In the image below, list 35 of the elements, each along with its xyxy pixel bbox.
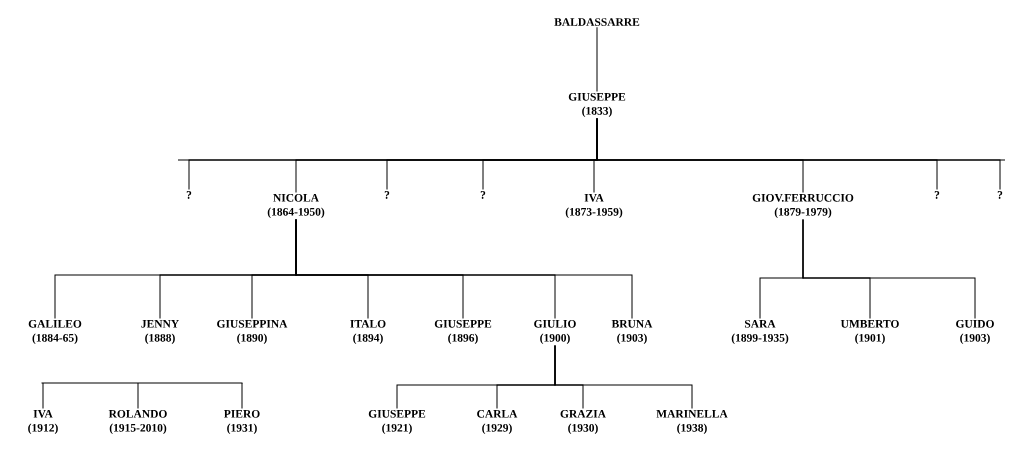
person-label: ? bbox=[384, 191, 390, 199]
person-label: GIUSEPPE (1833) bbox=[568, 93, 626, 118]
tree-line bbox=[137, 382, 139, 409]
person-label: IVA (1912) bbox=[28, 410, 58, 434]
person-label: MARINELLA (1938) bbox=[656, 410, 728, 434]
person-label: JENNY (1888) bbox=[141, 320, 179, 344]
tree-line bbox=[596, 26, 598, 92]
person-label: GIUSEPPE (1896) bbox=[434, 320, 492, 345]
person-label: UMBERTO (1901) bbox=[840, 320, 899, 345]
person-label: PIERO (1931) bbox=[224, 410, 260, 435]
person-label: GIUSEPPE (1921) bbox=[368, 410, 426, 435]
person-label: CARLA (1929) bbox=[477, 410, 518, 435]
person-label: GRAZIA (1930) bbox=[560, 410, 606, 435]
tree-line bbox=[802, 219, 976, 319]
person-label: BRUNA (1903) bbox=[611, 320, 653, 344]
person-label: GIULIO (1900) bbox=[534, 320, 576, 345]
person-label: ITALO (1894) bbox=[350, 320, 386, 345]
person-label: GIUSEPPINA (1890) bbox=[217, 320, 288, 345]
person-label: GALILEO (1884-65) bbox=[28, 320, 82, 345]
person-label: ROLANDO (1915-2010) bbox=[108, 410, 167, 435]
tree-line bbox=[42, 382, 44, 409]
person-label: ? bbox=[934, 191, 940, 199]
person-label: ? bbox=[186, 191, 192, 199]
person-label: ? bbox=[480, 191, 486, 199]
person-label: IVA (1873-1959) bbox=[565, 194, 623, 218]
person-label: NICOLA (1864-1950) bbox=[267, 194, 325, 219]
person-label: GIOV.FERRUCCIO (1879-1979) bbox=[752, 194, 854, 219]
tree-line bbox=[596, 118, 1001, 191]
tree-line bbox=[554, 345, 693, 409]
tree-line bbox=[241, 382, 243, 409]
person-label: ? bbox=[997, 191, 1003, 199]
person-label: SARA (1899-1935) bbox=[731, 320, 789, 345]
person-label: GUIDO (1903) bbox=[956, 320, 994, 345]
person-label: BALDASSARRE bbox=[554, 18, 640, 26]
tree-line bbox=[295, 219, 633, 319]
